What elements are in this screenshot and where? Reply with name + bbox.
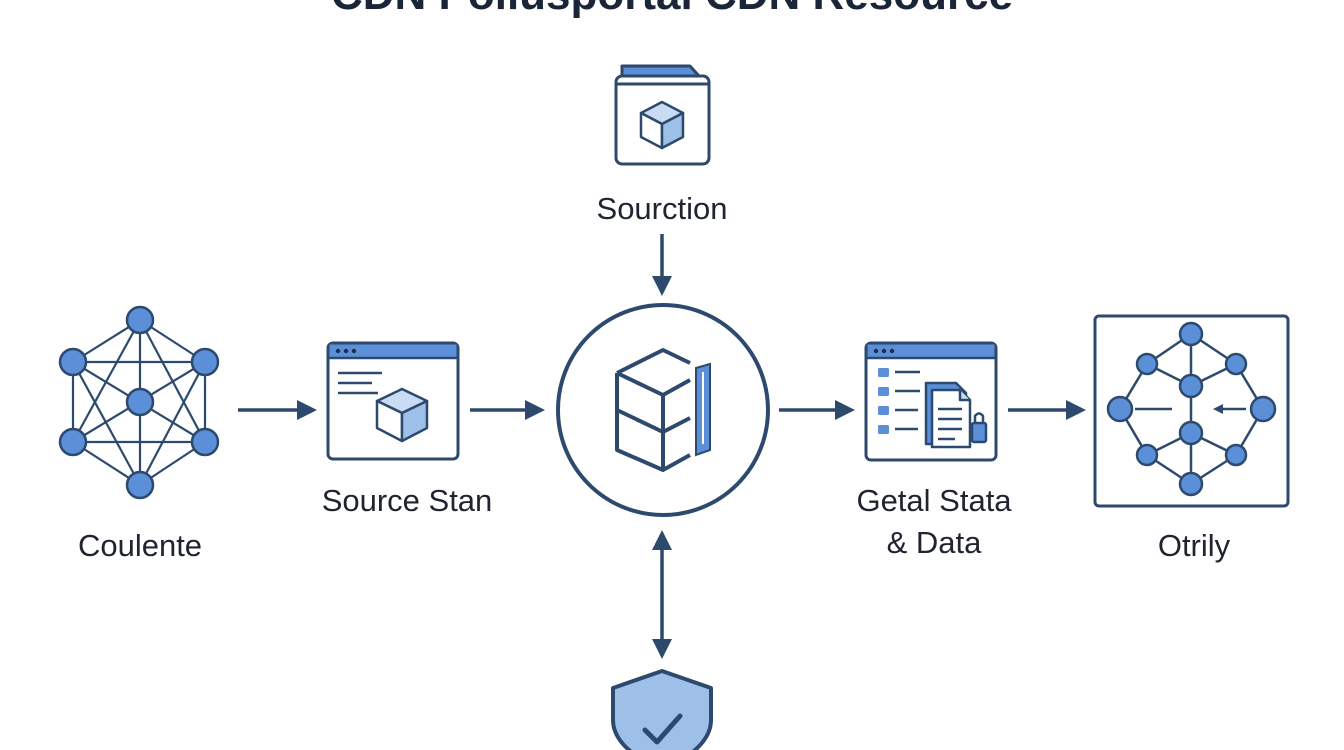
node-label-otrily: Otrily <box>1157 528 1231 563</box>
shield-check-icon <box>611 669 713 750</box>
network-graph-icon <box>1093 314 1290 508</box>
diagram-title: CDN Pollusportal CDN Resource <box>0 0 1344 20</box>
node-label-getal-stata-line1: Getal Stata <box>856 483 1012 518</box>
window-document-list-icon <box>864 341 998 462</box>
node-label-sourction: Sourction <box>596 191 728 226</box>
browser-window-cube-icon <box>326 341 460 461</box>
node-label-source-stan: Source Stan <box>321 483 493 518</box>
network-mesh-icon <box>58 305 220 500</box>
folder-cube-icon <box>614 64 711 166</box>
node-label-getal-stata: Getal Stata & Data <box>824 480 1044 564</box>
cube-circle-icon <box>556 303 770 517</box>
edge-arrows <box>238 234 1086 659</box>
node-label-getal-stata-line2: & Data <box>886 525 982 560</box>
node-label-coulente: Coulente <box>77 528 203 563</box>
